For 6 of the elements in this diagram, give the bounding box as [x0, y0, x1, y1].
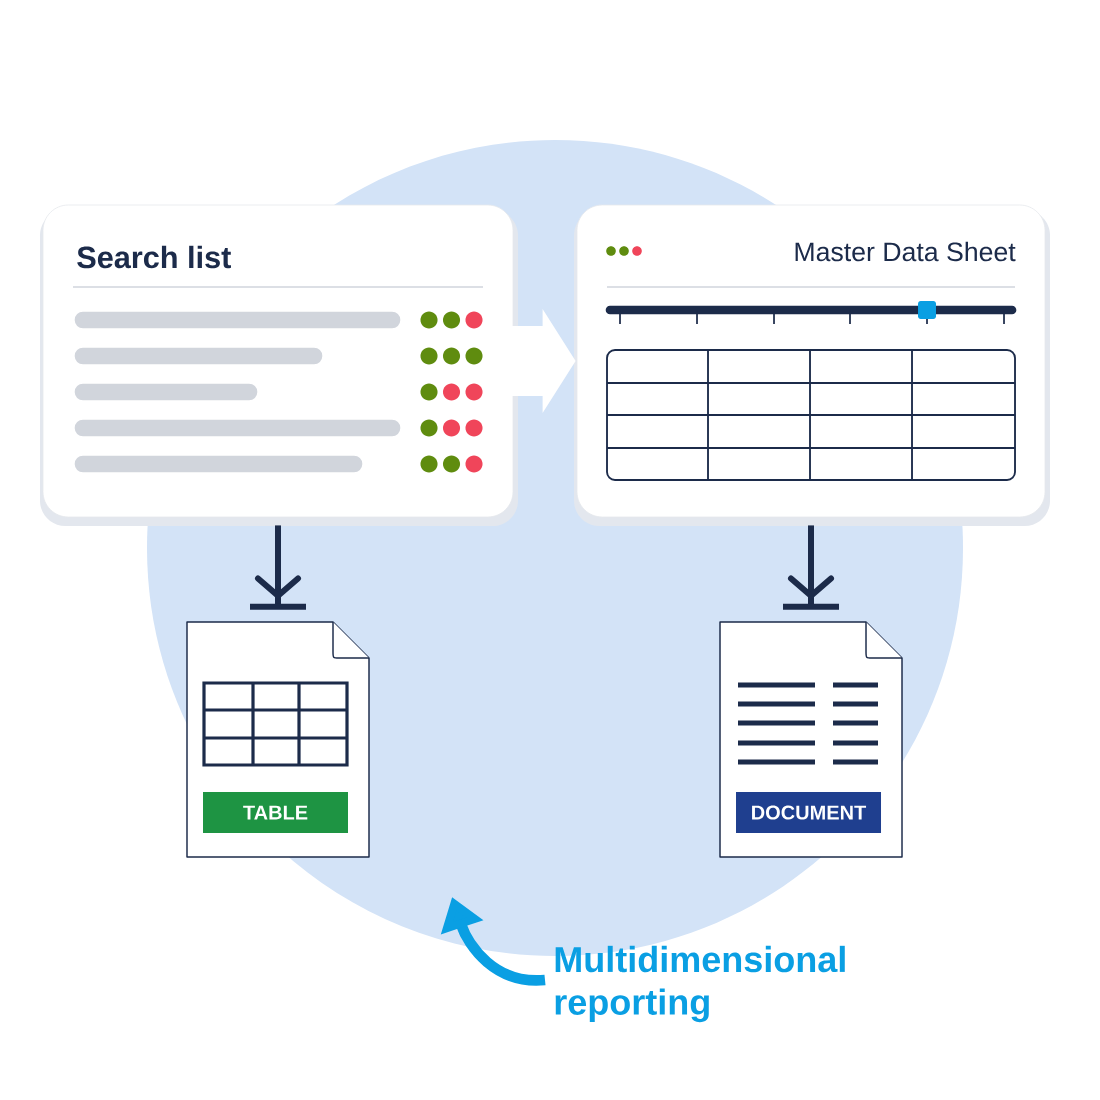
card-title: Master Data Sheet: [795, 241, 1016, 262]
caption-text: Multidimensional reporting: [555, 945, 845, 1023]
file-type-label: DOCUMENT: [736, 792, 881, 833]
block-arrow: [509, 309, 576, 413]
card-title: Search list: [77, 245, 231, 269]
file-type-label: TABLE: [203, 792, 348, 833]
